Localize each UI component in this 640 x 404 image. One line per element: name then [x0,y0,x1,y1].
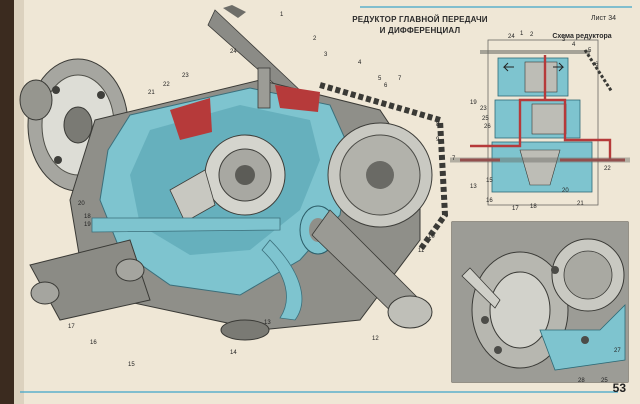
callout-label: 11 [418,248,425,254]
callout-label: 1 [520,31,524,37]
callout-label: 24 [508,34,515,40]
callout-label: 10 [428,234,435,240]
binder-edge [0,0,14,404]
callout-label: 25 [601,378,608,384]
main-callouts: 1 2 3 4 5 6 7 8 9 10 11 12 13 14 15 16 1… [68,12,440,368]
detail-callouts: 27 28 25 [578,348,621,384]
callout-label: 24 [230,49,237,55]
callout-label: 14 [230,350,237,356]
callout-label: 20 [562,188,569,194]
page-number: 53 [613,381,627,395]
callout-label: 19 [470,100,477,106]
callout-label: 28 [578,378,585,384]
callout-label: 16 [486,198,493,204]
title-line-2: И ДИФФЕРЕНЦИАЛ [380,26,461,35]
callout-label: 18 [530,204,537,210]
callout-label: 4 [572,42,576,48]
callout-label: 1 [280,12,284,18]
callout-label: 17 [512,206,519,212]
callout-label: 8 [436,122,440,128]
callout-label: 23 [480,106,487,112]
scheme-caption: Схема редуктора [552,33,611,40]
callout-label: 21 [148,90,155,96]
callout-label: 5 [378,76,382,82]
callout-label: 3 [562,37,566,43]
reducer-scheme: Схема редуктора [450,33,630,206]
callout-label: 6 [595,62,599,68]
callout-label: 27 [614,348,621,354]
sheet-number: Лист 34 [591,15,616,22]
callout-label: 5 [588,48,592,54]
callout-label: 9 [436,137,440,143]
callout-label: 4 [358,60,362,66]
callout-label: 7 [452,156,456,162]
callout-label: 25 [482,116,489,122]
callout-label: 3 [324,52,328,58]
callout-label: 21 [577,201,584,207]
callout-label: 15 [128,362,135,368]
main-cutaway-illustration [19,5,449,341]
callout-label: 22 [163,82,170,88]
callout-label: 13 [264,320,271,326]
callout-label: 22 [604,166,611,172]
callout-label: 2 [530,32,534,38]
callout-label: 16 [90,340,97,346]
title-line-1: РЕДУКТОР ГЛАВНОЙ ПЕРЕДАЧИ [352,15,488,24]
callout-label: 18 [84,214,91,220]
callout-label: 2 [313,36,317,42]
callout-label: 15 [486,178,493,184]
callout-label: 6 [384,83,388,89]
callout-label: 20 [78,201,85,207]
callout-label: 17 [68,324,75,330]
callout-label: 12 [372,336,379,342]
callout-label: 26 [484,124,491,130]
callout-label: 23 [182,73,189,79]
detail-inset [451,221,629,383]
scheme-callouts: 24 1 2 3 4 5 6 7 13 15 16 17 18 19 20 21… [452,31,611,212]
callout-label: 19 [84,222,91,228]
callout-label: 13 [470,184,477,190]
callout-label: 7 [398,76,402,82]
binder-shadow [14,0,24,404]
